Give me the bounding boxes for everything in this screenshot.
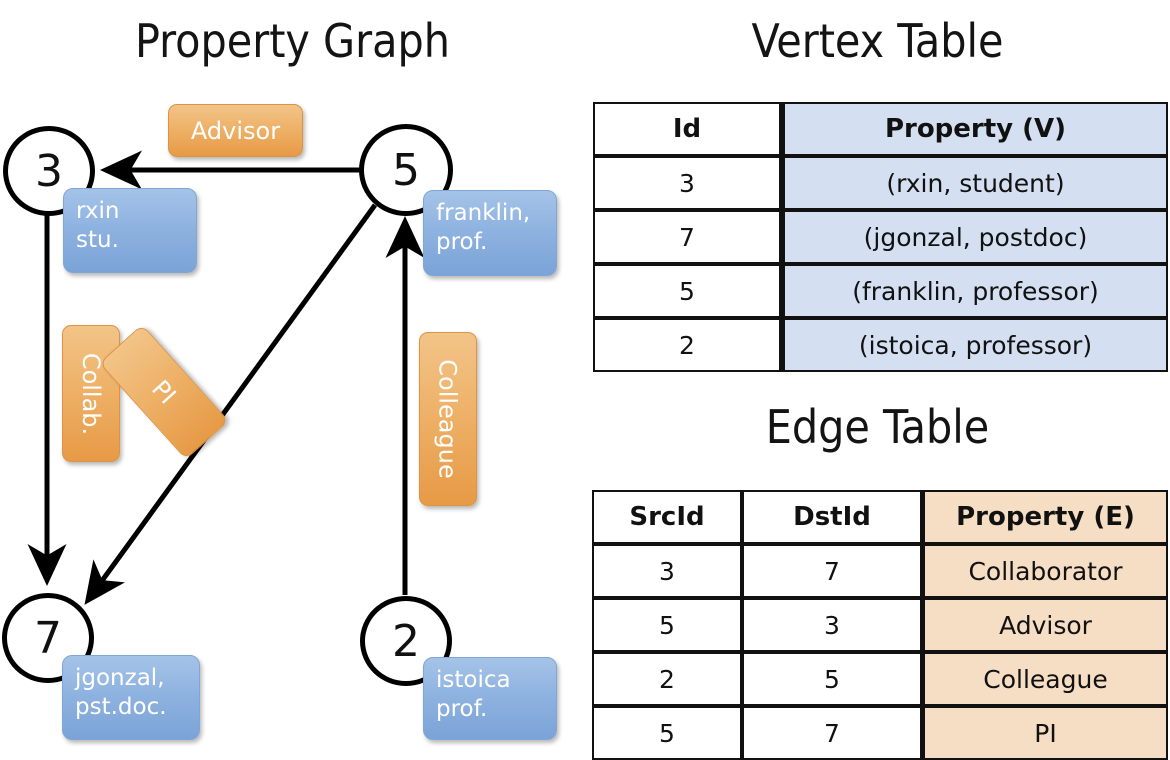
- graph-node-5-label: 5: [392, 144, 420, 196]
- table-row: 5 7 PI: [592, 706, 1168, 760]
- graph-node-2-label: 2: [392, 615, 420, 667]
- edge-cell-dstid: 7: [742, 544, 922, 598]
- node-property-istoica-line1: istoica: [436, 667, 511, 693]
- edge-table-header-dstid: DstId: [742, 490, 922, 544]
- page-title-vertex-table: Vertex Table: [751, 14, 1004, 68]
- table-row: 3 (rxin, student): [593, 156, 1168, 210]
- table-row: 2 5 Colleague: [592, 652, 1168, 706]
- graph-node-2[interactable]: 2: [360, 596, 452, 686]
- node-property-rxin-line1: rxin: [76, 198, 120, 224]
- vertex-cell-id: 3: [593, 156, 781, 210]
- edge-cell-dstid: 3: [742, 598, 922, 652]
- graph-edges-svg: [27, 150, 425, 605]
- edge-cell-srcid: 3: [592, 544, 742, 598]
- graph-node-5[interactable]: 5: [359, 124, 453, 216]
- node-property-jgonzal-line2: pst.doc.: [75, 694, 167, 721]
- vertex-cell-id: 2: [593, 318, 781, 372]
- edge-table: SrcId DstId Property (E) 3 7 Collaborato…: [592, 490, 1168, 760]
- edge-label-pi-text: PI: [146, 374, 182, 410]
- edge-table-header-srcid: SrcId: [592, 490, 742, 544]
- table-row: 5 3 Advisor: [592, 598, 1168, 652]
- vertex-cell-property: (franklin, professor): [781, 264, 1168, 318]
- page-title-property-graph: Property Graph: [135, 14, 450, 68]
- node-property-franklin[interactable]: franklin, prof.: [423, 190, 557, 276]
- node-property-jgonzal[interactable]: jgonzal, pst.doc.: [62, 655, 200, 740]
- vertex-table-header-id: Id: [593, 102, 781, 156]
- vertex-cell-property: (rxin, student): [781, 156, 1168, 210]
- edge-table-header-row: SrcId DstId Property (E): [592, 490, 1168, 544]
- node-property-franklin-line1: franklin,: [436, 200, 531, 226]
- edge-5-to-7-pi: [84, 203, 378, 605]
- edge-cell-property: Collaborator: [922, 544, 1168, 598]
- edge-label-collab[interactable]: Collab.: [62, 325, 120, 462]
- edge-label-collab-text: Collab.: [77, 352, 106, 435]
- graph-node-3-label: 3: [35, 145, 63, 197]
- edge-cell-srcid: 5: [592, 598, 742, 652]
- edge-label-advisor[interactable]: Advisor: [168, 104, 303, 157]
- node-property-istoica[interactable]: istoica prof.: [423, 657, 557, 740]
- edge-cell-property: Advisor: [922, 598, 1168, 652]
- node-property-rxin[interactable]: rxin stu.: [63, 188, 197, 273]
- table-row: 5 (franklin, professor): [593, 264, 1168, 318]
- page-title-edge-table: Edge Table: [765, 400, 990, 454]
- vertex-cell-id: 7: [593, 210, 781, 264]
- vertex-table-header-row: Id Property (V): [593, 102, 1168, 156]
- node-property-franklin-line2: prof.: [436, 229, 488, 256]
- edge-label-colleague-text: Colleague: [434, 359, 462, 479]
- vertex-cell-property: (jgonzal, postdoc): [781, 210, 1168, 264]
- vertex-cell-property: (istoica, professor): [781, 318, 1168, 372]
- table-row: 7 (jgonzal, postdoc): [593, 210, 1168, 264]
- edge-cell-srcid: 2: [592, 652, 742, 706]
- property-graph-diagram: 3 5 7 2 rxin stu. franklin, prof. jgonza…: [2, 104, 557, 740]
- node-property-jgonzal-line1: jgonzal,: [75, 665, 165, 691]
- edge-cell-dstid: 7: [742, 706, 922, 760]
- table-row: 2 (istoica, professor): [593, 318, 1168, 372]
- vertex-cell-id: 5: [593, 264, 781, 318]
- vertex-table-header-property: Property (V): [781, 102, 1168, 156]
- vertex-table: Id Property (V) 3 (rxin, student) 7 (jgo…: [593, 102, 1168, 372]
- edge-label-advisor-text: Advisor: [190, 116, 281, 145]
- edge-label-colleague[interactable]: Colleague: [419, 332, 477, 506]
- edge-cell-property: Colleague: [922, 652, 1168, 706]
- edge-cell-property: PI: [922, 706, 1168, 760]
- edge-cell-srcid: 5: [592, 706, 742, 760]
- node-property-rxin-line2: stu.: [76, 227, 119, 254]
- graph-node-7-label: 7: [34, 612, 62, 664]
- node-property-istoica-line2: prof.: [436, 696, 488, 723]
- table-row: 3 7 Collaborator: [592, 544, 1168, 598]
- edge-cell-dstid: 5: [742, 652, 922, 706]
- edge-table-header-property: Property (E): [922, 490, 1168, 544]
